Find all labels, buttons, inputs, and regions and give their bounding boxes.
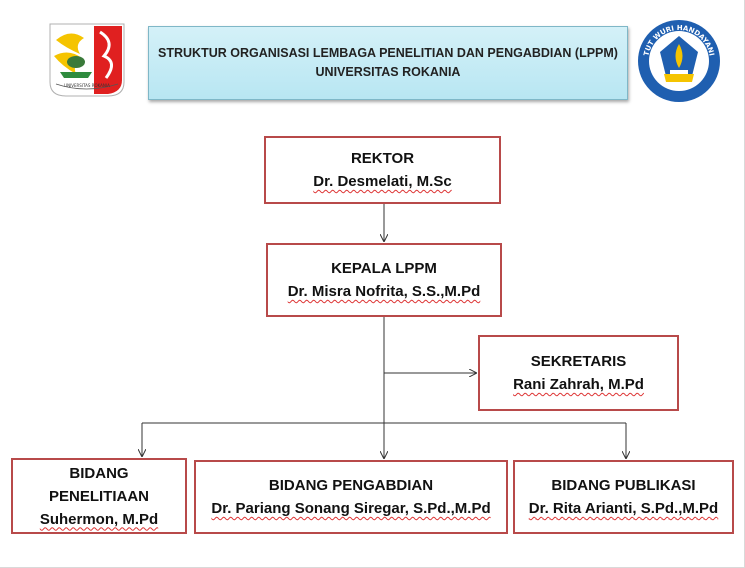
penelitian-role-line-2: PENELITIAAN — [48, 487, 149, 505]
rektor-role: REKTOR — [350, 150, 415, 167]
node-rektor: REKTOR Dr. Desmelati, M.Sc — [264, 136, 501, 204]
pengabdian-name: Dr. Pariang Sonang Siregar, S.Pd.,M.Pd — [211, 500, 491, 517]
penelitian-role-line-1: BIDANG — [69, 464, 129, 482]
title-line-1: STRUKTUR ORGANISASI LEMBAGA PENELITIAN D… — [158, 46, 618, 60]
publikasi-name: Dr. Rita Arianti, S.Pd.,M.Pd — [528, 500, 719, 517]
node-bidang-pengabdian: BIDANG PENGABDIAN Dr. Pariang Sonang Sir… — [194, 460, 508, 534]
tut-wuri-handayani-logo: TUT WURI HANDAYANI — [636, 18, 722, 104]
universitas-rokania-logo: UNIVERSITAS ROKANIA — [46, 22, 128, 100]
node-bidang-penelitian: BIDANG PENELITIAAN Suhermon, M.Pd — [11, 458, 187, 534]
kepala-name: Dr. Misra Nofrita, S.S.,M.Pd — [287, 283, 481, 300]
rektor-name: Dr. Desmelati, M.Sc — [313, 173, 452, 190]
pengabdian-role: BIDANG PENGABDIAN — [268, 477, 434, 494]
node-sekretaris: SEKRETARIS Rani Zahrah, M.Pd — [478, 335, 679, 411]
sekretaris-name: Rani Zahrah, M.Pd — [513, 376, 644, 393]
sekretaris-role: SEKRETARIS — [530, 353, 627, 370]
title-line-2: UNIVERSITAS ROKANIA — [315, 65, 461, 79]
penelitian-name: Suhermon, M.Pd — [39, 510, 159, 528]
node-kepala-lppm: KEPALA LPPM Dr. Misra Nofrita, S.S.,M.Pd — [266, 243, 502, 317]
left-logo-caption: UNIVERSITAS ROKANIA — [64, 83, 110, 88]
title-box: STRUKTUR ORGANISASI LEMBAGA PENELITIAN D… — [148, 26, 628, 100]
kepala-role: KEPALA LPPM — [331, 260, 437, 277]
node-bidang-publikasi: BIDANG PUBLIKASI Dr. Rita Arianti, S.Pd.… — [513, 460, 734, 534]
publikasi-role: BIDANG PUBLIKASI — [551, 477, 696, 494]
